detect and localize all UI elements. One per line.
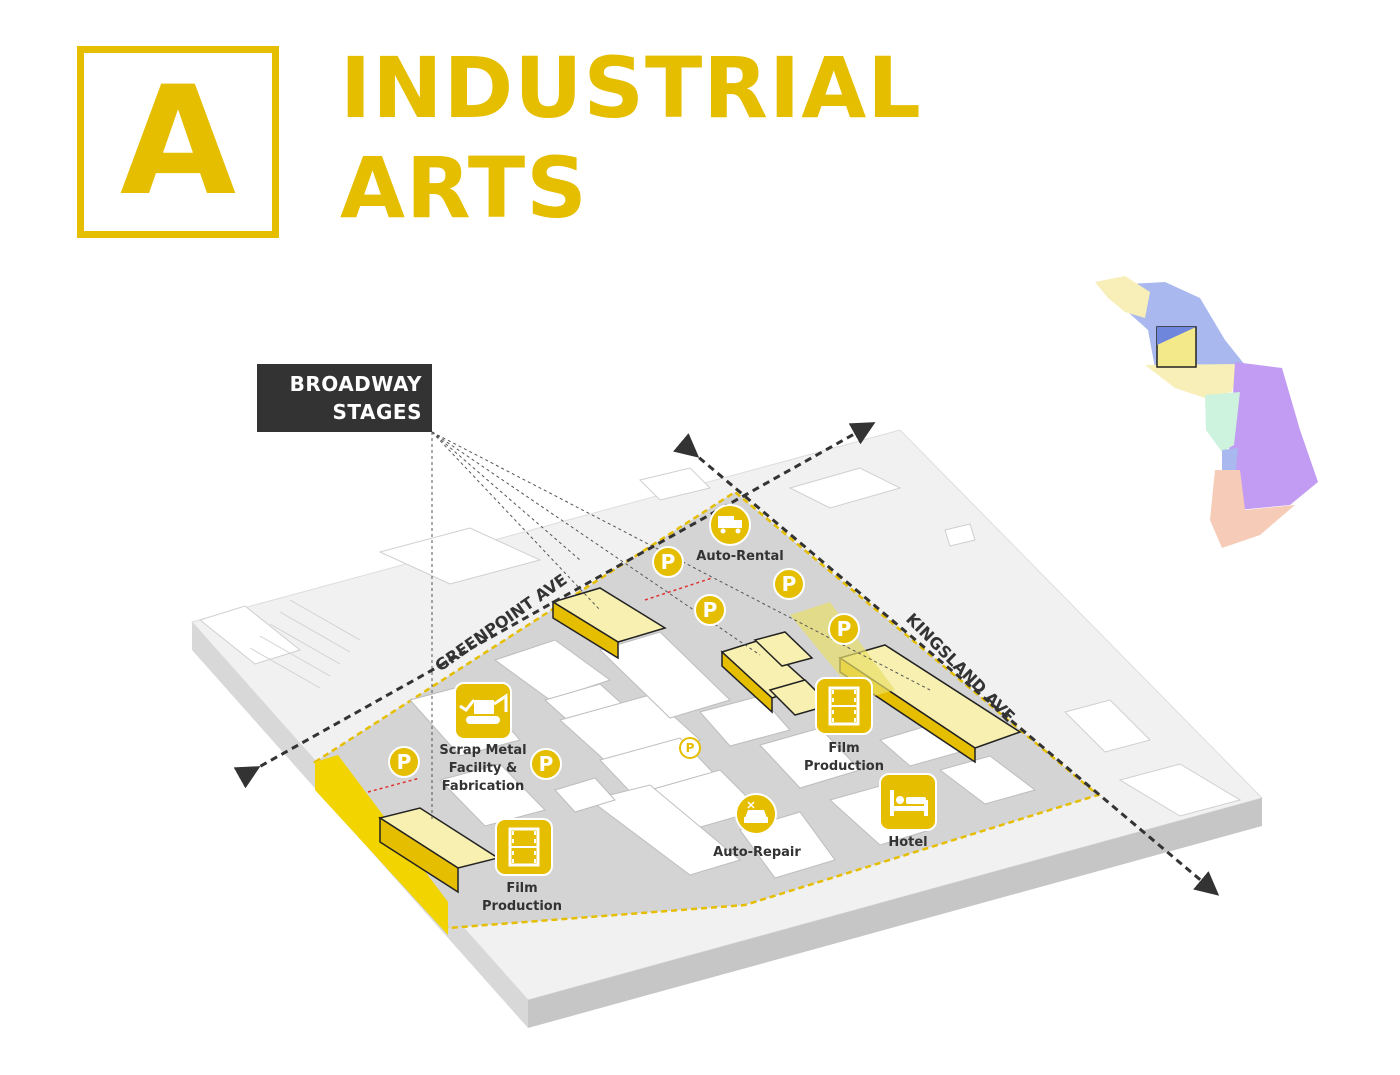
map-peach-zone [1210,470,1295,548]
corridor-arrows [233,422,1220,896]
locator-map [1095,276,1318,548]
svg-text:P: P [397,750,412,774]
label-auto-repair: Auto-Repair [713,845,801,860]
map-cream-zone [1095,276,1150,318]
map-purple-zone [1228,362,1318,510]
broadway-stages-callout: BROADWAY STAGES [257,364,432,432]
parking-icon: P [694,594,726,626]
svg-text:P: P [661,550,676,574]
page-title: INDUSTRIAL ARTS [340,38,922,238]
callout-line-2: STAGES [332,400,422,424]
kingsland-corridor-arrow [673,433,1220,896]
svg-text:P: P [539,752,554,776]
parking-icon: P [652,546,684,578]
label-film-b-line-1: Film [828,741,859,756]
label-auto-rental: Auto-Rental [696,549,783,564]
film-icon [495,818,553,876]
parking-icon: P [679,737,701,759]
label-hotel: Hotel [888,835,927,850]
studio-building-side [379,816,459,894]
bed-icon [879,773,937,831]
map-locator-blue-wedge [1157,327,1196,345]
district-letter-badge: A [77,46,279,238]
label-scrap-line-2: Facility & [449,761,518,776]
truck-icon [709,504,751,546]
title-line-1: INDUSTRIAL [340,39,922,137]
excavator-icon [454,682,512,740]
film-icon [815,677,873,735]
parking-icon: P [828,613,860,645]
use-labels: Auto-Rental Scrap Metal Facility & Fabri… [439,549,927,914]
callout-line-1: BROADWAY [289,372,422,396]
title-line-2: ARTS [340,139,588,237]
svg-text:P: P [686,741,695,755]
map-blue-zone [1222,448,1238,470]
parking-icon: P [773,568,805,600]
svg-text:P: P [782,572,797,596]
greenpoint-corridor-arrow [233,422,876,789]
label-film-b-line-2: Production [804,759,884,774]
svg-text:P: P [837,617,852,641]
label-scrap-line-1: Scrap Metal [439,743,526,758]
parking-icon: P [530,748,562,780]
use-icons [454,504,937,876]
label-scrap-line-3: Fabrication [442,779,524,794]
map-cream-zone [1145,364,1240,398]
svg-text:P: P [703,598,718,622]
parking-icon: P [388,746,420,778]
district-letter: A [119,55,237,229]
label-film-a-line-1: Film [506,881,537,896]
car-repair-icon [735,793,777,835]
label-film-a-line-2: Production [482,899,562,914]
parking-markers: P P P P P P P [388,546,860,780]
district-edge-highlight [315,755,448,935]
